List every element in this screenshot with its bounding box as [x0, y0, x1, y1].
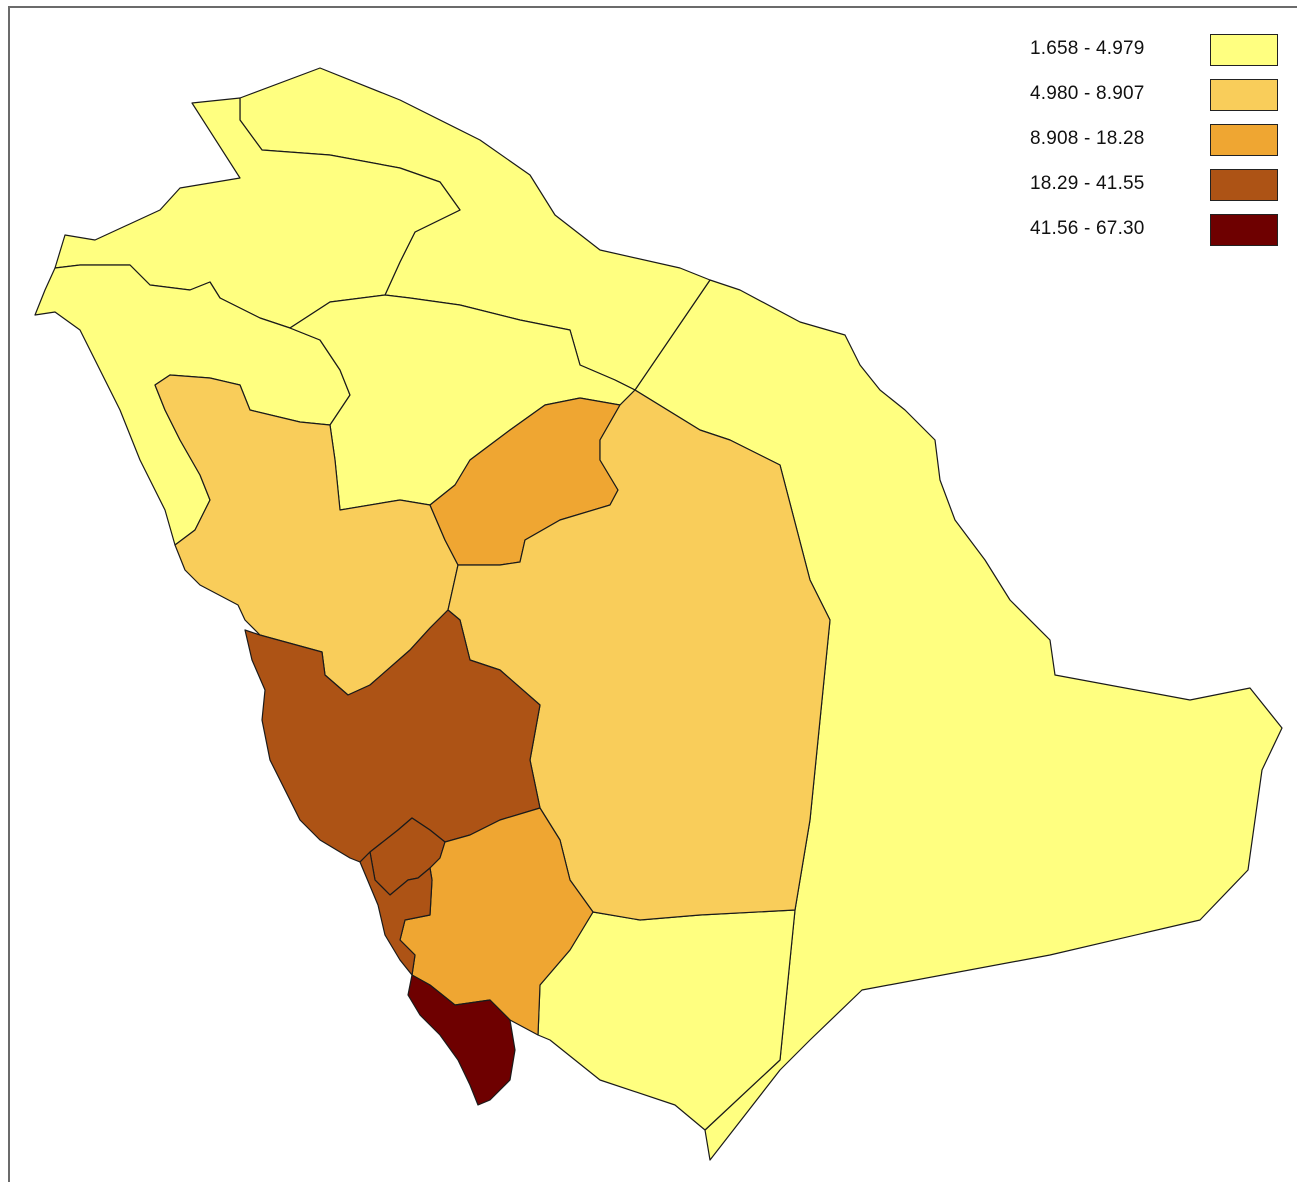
legend-item-3: 18.29 - 41.55 [1030, 167, 1280, 212]
legend-label: 41.56 - 67.30 [1030, 218, 1145, 239]
region-jazan-coast[interactable] [359, 851, 433, 976]
legend-label: 8.908 - 18.28 [1030, 128, 1145, 149]
legend-swatch [1210, 79, 1278, 111]
legend-item-4: 41.56 - 67.30 [1030, 212, 1280, 257]
legend-label: 1.658 - 4.979 [1030, 38, 1145, 59]
legend-swatch [1210, 124, 1278, 156]
region-jazan[interactable] [407, 974, 516, 1106]
legend-item-1: 4.980 - 8.907 [1030, 77, 1280, 122]
legend-label: 4.980 - 8.907 [1030, 83, 1145, 104]
legend-swatch [1210, 214, 1278, 246]
legend-swatch [1210, 169, 1278, 201]
legend-item-0: 1.658 - 4.979 [1030, 32, 1280, 77]
map-legend: 1.658 - 4.979 4.980 - 8.907 8.908 - 18.2… [1030, 32, 1280, 257]
map-frame [8, 6, 1297, 1182]
legend-label: 18.29 - 41.55 [1030, 173, 1145, 194]
legend-item-2: 8.908 - 18.28 [1030, 122, 1280, 167]
legend-swatch [1210, 34, 1278, 66]
